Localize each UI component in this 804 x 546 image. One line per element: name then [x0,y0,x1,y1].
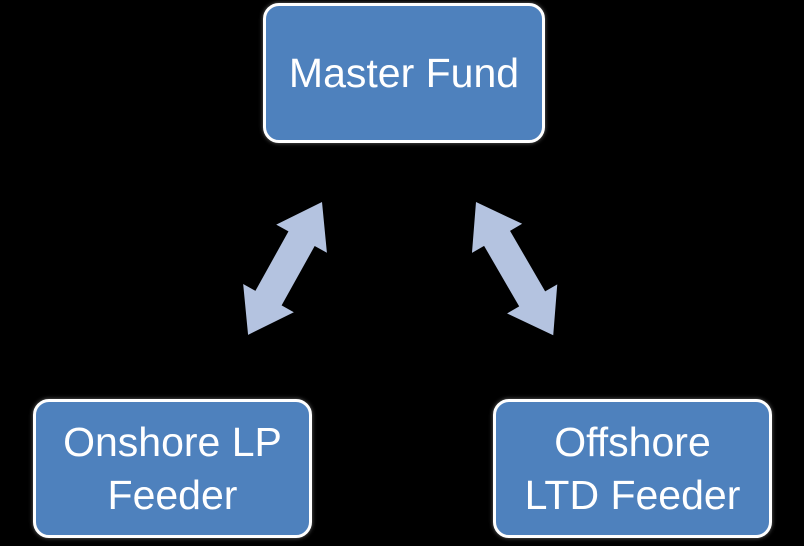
node-onshore-lp-feeder: Onshore LP Feeder [33,399,312,538]
node-offshore-ltd-feeder-label-line1: Offshore [554,419,711,466]
double-arrow-master-offshore [471,202,558,336]
node-master-fund-label: Master Fund [288,49,520,96]
node-onshore-lp-feeder-label-line1: Onshore LP [63,419,282,466]
double-arrow-master-onshore [243,202,327,335]
node-master-fund: Master Fund [263,3,545,143]
node-offshore-ltd-feeder-label-line2: LTD Feeder [524,471,741,518]
node-onshore-lp-feeder-label-line2: Feeder [107,471,238,518]
node-offshore-ltd-feeder: Offshore LTD Feeder [493,399,772,538]
